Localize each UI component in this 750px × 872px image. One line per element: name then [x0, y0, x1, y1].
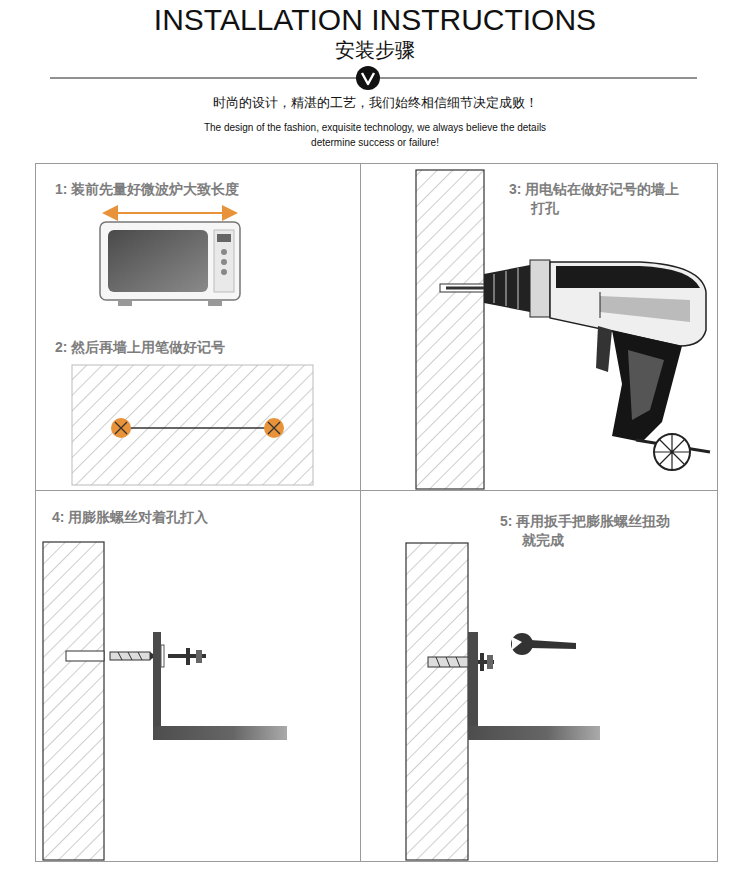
step-instruction: 1: 装前先量好微波炉大致长度	[55, 180, 350, 199]
tagline: 时尚的设计，精湛的工艺，我们始终相信细节决定成败！	[0, 95, 750, 112]
subtitle: 安装步骤	[0, 38, 750, 62]
expansion-anchor	[110, 652, 156, 660]
step-panel: 4: 用膨胀螺丝对着孔打入	[35, 490, 361, 862]
electric-drill	[446, 260, 710, 470]
step-instruction: 5: 再用扳手把膨胀螺丝扭劲 就完成	[500, 512, 710, 550]
tagline-english: The design of the fashion, exquisite tec…	[200, 120, 550, 150]
step-instruction: 2: 然后再墙上用笔做好记号	[55, 338, 350, 357]
wrench	[511, 633, 576, 655]
step-instruction: 4: 用膨胀螺丝对着孔打入	[52, 508, 347, 527]
wall-bracket-fixed	[468, 632, 600, 740]
drilled-wall	[416, 170, 484, 489]
step-panel: 1: 装前先量好微波炉大致长度 2: 然后再墙上用笔做好记号	[35, 163, 361, 491]
microwave	[100, 213, 240, 306]
step-panel: 3: 用电钻在做好记号的墙上 打孔	[360, 163, 718, 491]
step-panel: 5: 再用扳手把膨胀螺丝扭劲 就完成	[360, 490, 718, 862]
chevron-badge	[356, 66, 380, 90]
wall-with-hole	[43, 542, 104, 860]
marked-wall	[72, 365, 313, 485]
page-title: INSTALLATION INSTRUCTIONS	[0, 3, 750, 37]
wall-with-anchor	[406, 543, 468, 860]
expansion-bolt	[168, 648, 206, 665]
wall-bracket	[153, 632, 287, 740]
step-instruction: 3: 用电钻在做好记号的墙上 打孔	[509, 180, 711, 218]
